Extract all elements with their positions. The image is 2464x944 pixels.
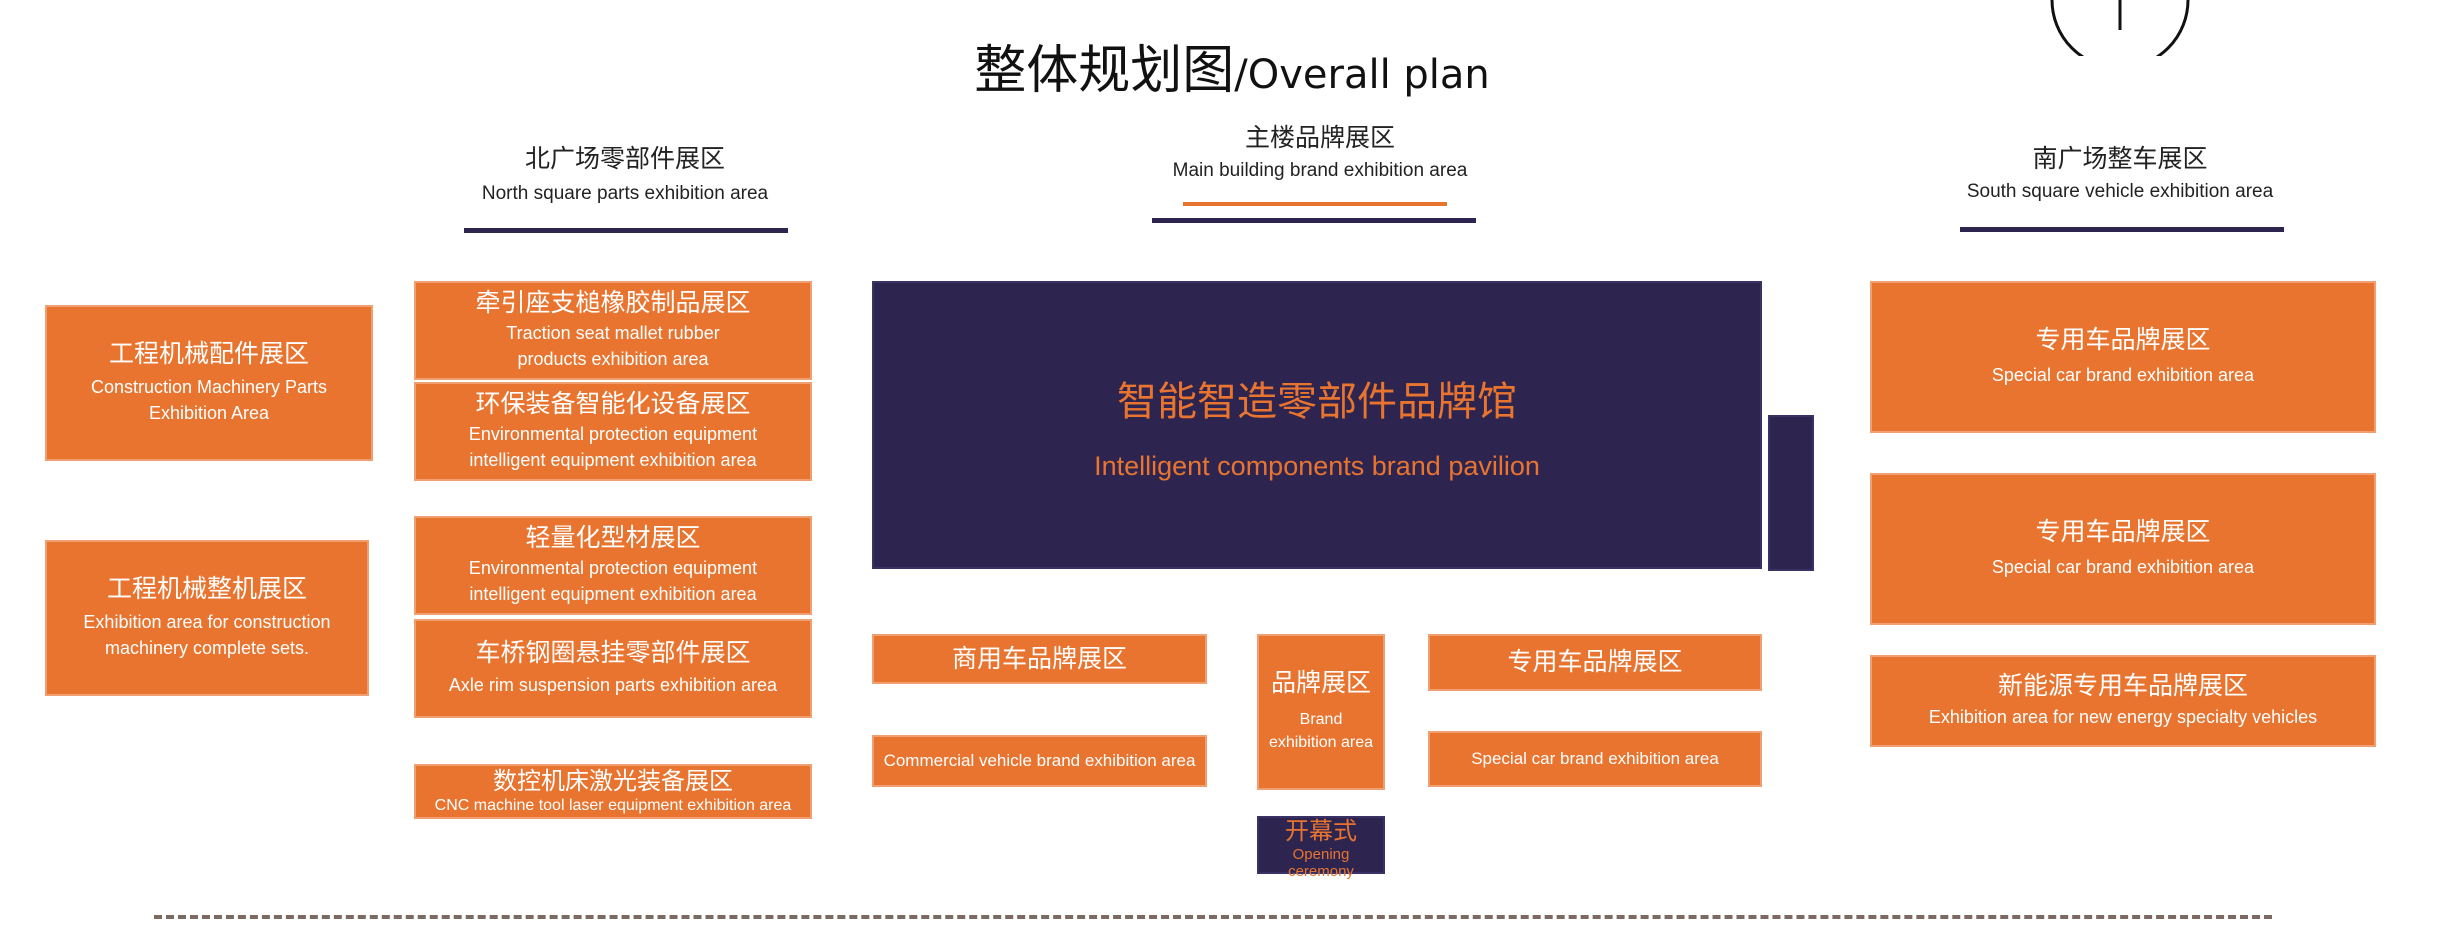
zone-label-zh: 环保装备智能化设备展区	[475, 389, 751, 419]
zone-construction-parts[interactable]: 工程机械配件展区 Construction Machinery Parts Ex…	[45, 305, 373, 461]
zone-label-zh: 专用车品牌展区	[1507, 647, 1683, 677]
header-main-underline	[1152, 218, 1476, 223]
header-north-underline	[464, 228, 788, 233]
zone-label-zh: 工程机械配件展区	[108, 338, 309, 368]
pavilion-side-block	[1768, 415, 1814, 571]
title-zh: 整体规划图	[974, 41, 1235, 101]
header-south-underline	[1960, 227, 2284, 232]
zone-opening-ceremony[interactable]: 开幕式 Opening ceremony	[1257, 816, 1385, 880]
zone-label-en: Special car brand exhibition area	[1991, 365, 2255, 386]
zone-environmental-equipment[interactable]: 环保装备智能化设备展区 Environmental protection equ…	[414, 382, 812, 481]
zone-label-zh: 车桥钢圈悬挂零部件展区	[475, 638, 751, 668]
zone-label-zh: 工程机械整机展区	[106, 573, 307, 603]
zone-label-en: Exhibition area for construction machine…	[83, 612, 331, 659]
header-south: 南广场整车展区 South square vehicle exhibition …	[1920, 144, 2320, 205]
zone-label-zh: 轻量化型材展区	[525, 523, 701, 553]
opening-en: Opening ceremony	[1288, 845, 1354, 880]
zone-traction-rubber[interactable]: 牵引座支槌橡胶制品展区 Traction seat mallet rubber …	[414, 281, 812, 380]
header-north-en: North square parts exhibition area	[481, 182, 769, 204]
zone-label-en: Traction seat mallet rubber products exh…	[506, 322, 720, 369]
zone-label-en: Exhibition area for new energy specialty…	[1928, 707, 2318, 728]
header-south-en: South square vehicle exhibition area	[1966, 180, 2274, 202]
zone-axle-rim[interactable]: 车桥钢圈悬挂零部件展区 Axle rim suspension parts ex…	[414, 619, 812, 718]
zone-label-zh: 专用车品牌展区	[2035, 324, 2211, 354]
header-main: 主楼品牌展区 Main building brand exhibition ar…	[1120, 123, 1520, 184]
header-north-zh: 北广场零部件展区	[524, 144, 725, 173]
zone-label-zh: 商用车品牌展区	[951, 643, 1127, 673]
zone-label-zh: 新能源专用车品牌展区	[1997, 670, 2248, 700]
dashed-divider	[154, 915, 2272, 919]
zone-cnc-laser[interactable]: 数控机床激光装备展区 CNC machine tool laser equipm…	[414, 764, 812, 819]
header-north: 北广场零部件展区 North square parts exhibition a…	[420, 144, 830, 207]
header-main-en: Main building brand exhibition area	[1172, 159, 1468, 181]
compass-icon	[2050, 0, 2190, 56]
zone-label-en: Environmental protection equipment intel…	[468, 557, 758, 604]
opening-zh: 开幕式	[1285, 816, 1357, 845]
zone-special-label[interactable]: 专用车品牌展区	[1428, 634, 1762, 691]
zone-construction-complete[interactable]: 工程机械整机展区 Exhibition area for constructio…	[45, 540, 369, 696]
zone-south-special-1[interactable]: 专用车品牌展区 Special car brand exhibition are…	[1870, 281, 2376, 433]
zone-label-en: Environmental protection equipment intel…	[468, 423, 758, 470]
zone-label-zh: 品牌展区	[1270, 668, 1371, 698]
title-en: /Overall plan	[1234, 52, 1490, 98]
zone-brand[interactable]: 品牌展区 Brand exhibition area	[1257, 634, 1385, 790]
pavilion-zh: 智能智造零部件品牌馆	[1117, 378, 1517, 425]
zone-special-en[interactable]: Special car brand exhibition area	[1428, 731, 1762, 787]
zone-label-en: Special car brand exhibition area	[1991, 557, 2255, 578]
zone-commercial-en[interactable]: Commercial vehicle brand exhibition area	[872, 735, 1207, 787]
zone-label-en: Special car brand exhibition area	[1471, 748, 1719, 768]
header-main-zh: 主楼品牌展区	[1244, 123, 1395, 152]
header-main-orange-line	[1183, 202, 1447, 206]
page-title: 整体规划图/Overall plan	[0, 28, 2464, 103]
zone-label-zh: 专用车品牌展区	[2035, 516, 2211, 546]
zone-south-new-energy[interactable]: 新能源专用车品牌展区 Exhibition area for new energ…	[1870, 655, 2376, 747]
zone-south-special-2[interactable]: 专用车品牌展区 Special car brand exhibition are…	[1870, 473, 2376, 625]
header-south-zh: 南广场整车展区	[2032, 144, 2208, 173]
zone-label-en: Commercial vehicle brand exhibition area	[883, 750, 1196, 770]
zone-label-en: Construction Machinery Parts Exhibition …	[90, 377, 328, 424]
zone-label-zh: 数控机床激光装备展区	[493, 767, 733, 796]
zone-label-en: Brand exhibition area	[1268, 711, 1374, 752]
zone-lightweight-profiles[interactable]: 轻量化型材展区 Environmental protection equipme…	[414, 516, 812, 615]
pavilion-main[interactable]: 智能智造零部件品牌馆 Intelligent components brand …	[872, 281, 1762, 569]
pavilion-en: Intelligent components brand pavilion	[1094, 450, 1540, 481]
zone-label-zh: 牵引座支槌橡胶制品展区	[475, 288, 751, 318]
zone-label-en: CNC machine tool laser equipment exhibit…	[434, 796, 792, 814]
zone-commercial-label[interactable]: 商用车品牌展区	[872, 634, 1207, 684]
zone-label-en: Axle rim suspension parts exhibition are…	[448, 674, 778, 695]
